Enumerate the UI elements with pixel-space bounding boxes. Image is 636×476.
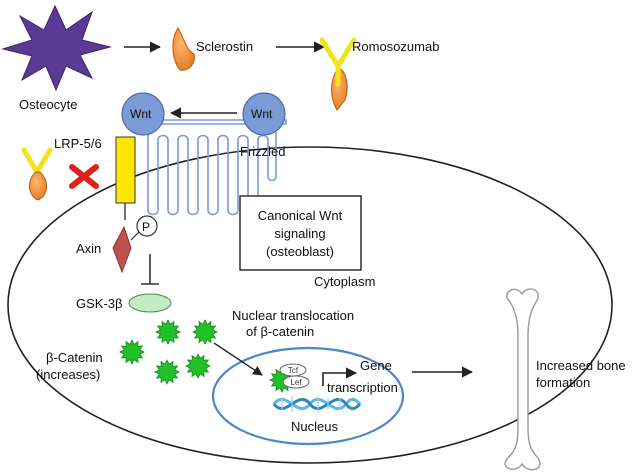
label-cytoplasm: Cytoplasm: [314, 274, 375, 289]
blocked-x-icon: [69, 164, 99, 189]
label-nuclear-line2: of β-catenin: [246, 324, 314, 339]
canonical-wnt-box: [239, 195, 362, 271]
label-bone-line1: Increased bone: [536, 358, 626, 373]
sclerostin-molecule: [172, 27, 195, 71]
lef-factor: [282, 375, 310, 389]
label-osteocyte: Osteocyte: [19, 97, 78, 112]
label-box-line1: Canonical Wnt: [258, 208, 343, 223]
label-lef: Lef: [290, 378, 302, 387]
beta-catenin-cluster: [119, 319, 295, 393]
beta-catenin-molecule: [119, 339, 145, 365]
lrp-side-antibody: [21, 147, 53, 201]
arrow-translocation: [213, 342, 263, 376]
label-gsk: GSK-3β: [76, 296, 123, 311]
label-wnt-top: Wnt: [130, 107, 152, 121]
bone-icon: [504, 288, 541, 471]
label-sclerostin: Sclerostin: [196, 39, 253, 54]
label-p: P: [142, 220, 150, 234]
label-gene-line1: Gene: [360, 358, 392, 373]
label-gene-line2: transcription: [327, 380, 398, 395]
beta-catenin-molecule: [154, 359, 180, 385]
beta-catenin-molecule: [185, 353, 211, 379]
wnt-free: [242, 92, 286, 136]
label-axin: Axin: [76, 241, 101, 256]
phosphate-circle: [136, 215, 158, 237]
beta-catenin-molecule: [192, 319, 218, 345]
label-wnt-right: Wnt: [251, 107, 273, 121]
nucleus: [211, 346, 405, 446]
cell-membrane: [7, 146, 613, 464]
label-catenin-line2: (increases): [36, 367, 100, 382]
label-romosozumab: Romosozumab: [352, 39, 439, 54]
label-tcf: Tcf: [288, 366, 299, 375]
label-nucleus: Nucleus: [291, 419, 338, 434]
wnt-bound: [121, 92, 165, 136]
dna-helix: [272, 396, 362, 412]
osteocyte-cell: [1, 4, 112, 92]
label-frizzled: Frizzled: [240, 144, 286, 159]
label-box-line2: signaling: [274, 226, 325, 241]
label-catenin-line1: β-Catenin: [46, 350, 103, 365]
axin-protein: [112, 225, 132, 274]
gsk3b-protein: [128, 293, 172, 313]
label-box-line3: (osteoblast): [266, 244, 334, 259]
beta-catenin-molecule: [155, 319, 181, 345]
label-bone-line2: formation: [536, 375, 590, 390]
transcription-start-arrow: [322, 367, 358, 386]
romosozumab-antibody: [319, 37, 357, 111]
lrp-receptor: [115, 136, 136, 204]
label-nuclear-line1: Nuclear translocation: [232, 308, 354, 323]
label-lrp: LRP-5/6: [54, 136, 102, 151]
